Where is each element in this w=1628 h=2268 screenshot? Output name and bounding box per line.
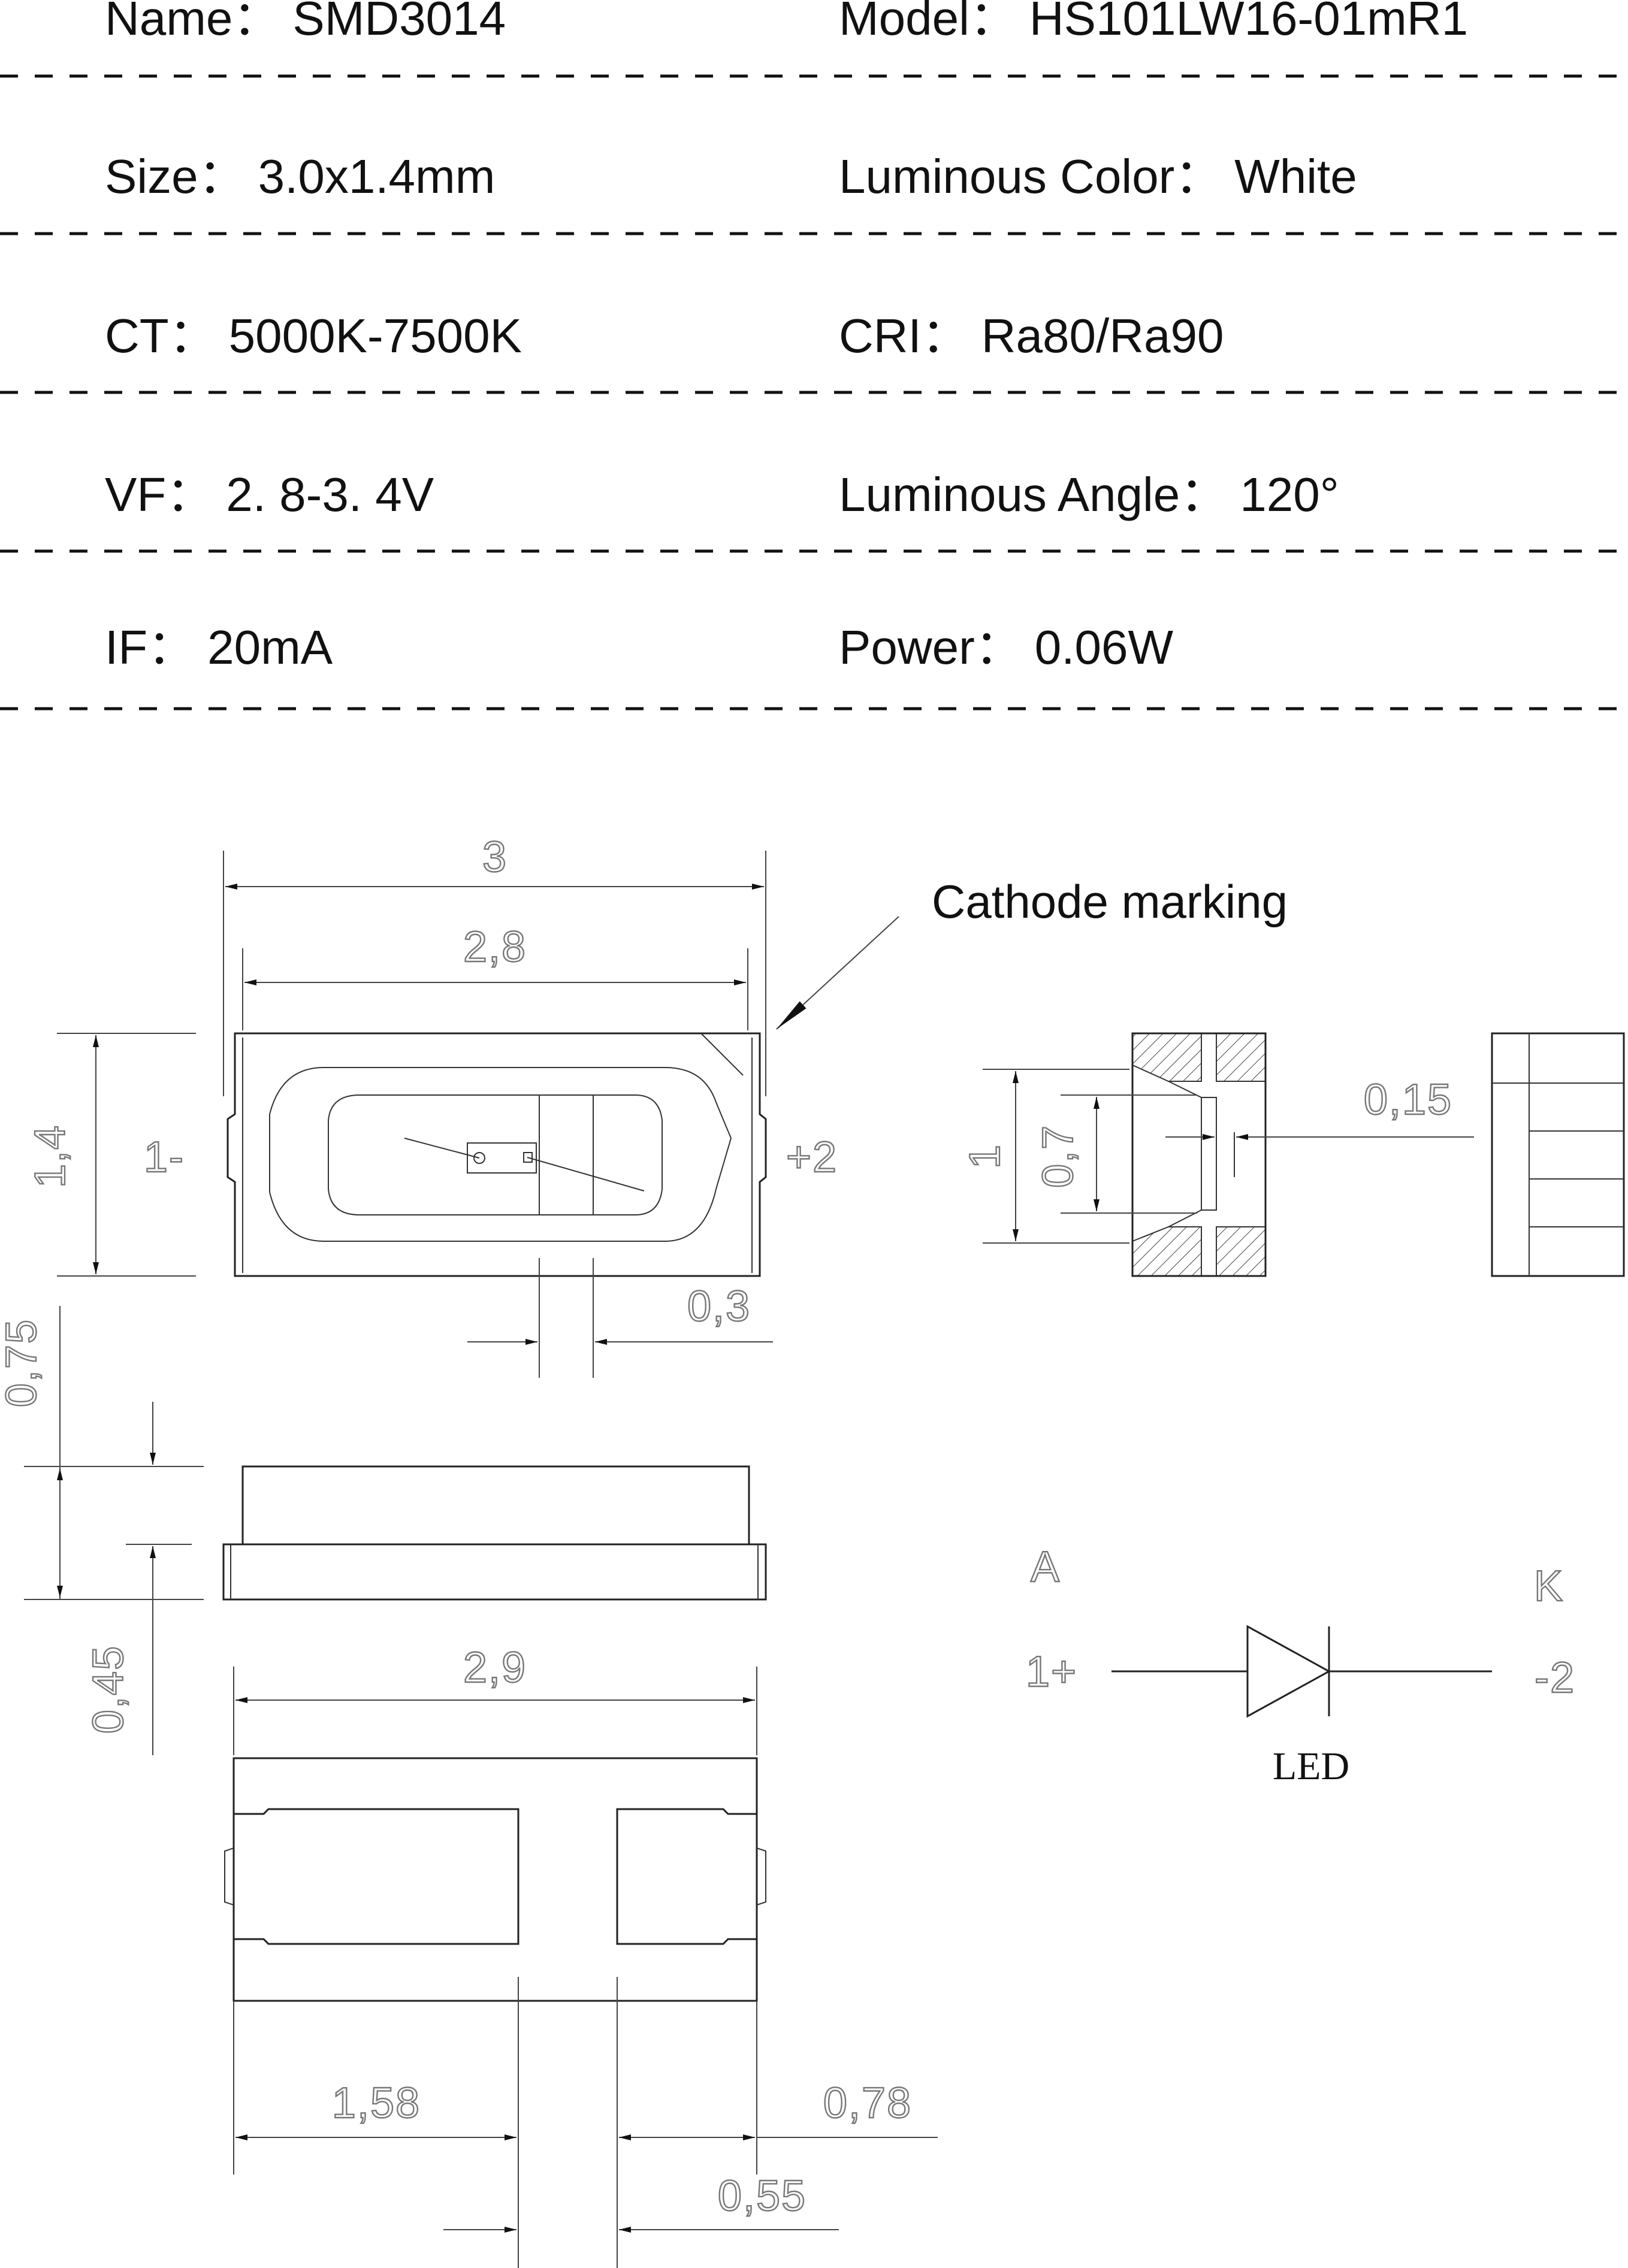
- cathode-marking-label: Cathode marking: [932, 875, 1288, 928]
- bond-pad: [473, 1152, 485, 1164]
- bottom-view-outline: [232, 1757, 758, 2002]
- spec-luminous-color: Luminous Color：White: [839, 150, 1357, 203]
- dim-pad-right: 0,78: [823, 2079, 912, 2127]
- top-view-inner-edge: [242, 1038, 753, 1273]
- bottom-view: 2,9 1,58 0,78 0,55: [224, 1643, 938, 2268]
- pad-right: [616, 1808, 757, 1945]
- bond-wire-left: [404, 1138, 480, 1159]
- pad-left: [234, 1808, 519, 1945]
- end-view-outline: [1491, 1032, 1625, 1277]
- spec-row-ct: CT：5000K-7500K CRI：Ra80/Ra90: [105, 309, 1224, 362]
- pin-label-2: +2: [786, 1133, 838, 1181]
- pin-label-1: 1-: [144, 1133, 185, 1181]
- led-schematic: A K 1+ -2 LED: [1025, 1543, 1575, 1788]
- spec-power: Power：0.06W: [839, 621, 1173, 674]
- top-view-lens-outer: [269, 1067, 732, 1242]
- dim-overall-length: 3: [482, 833, 508, 881]
- spec-name: Name：SMD3014: [105, 0, 506, 45]
- section-outline: [1131, 1032, 1267, 1277]
- dim-pad-space: 0,55: [718, 2172, 807, 2220]
- top-view: 1- +2 3 2,8 1,4 0,3 Cathode marking: [26, 833, 1288, 1378]
- spec-model: Model：HS101LW16-01mR1: [839, 0, 1468, 45]
- dim-width: 1,4: [26, 1124, 74, 1188]
- dim-pad-gap: 0,3: [687, 1283, 751, 1330]
- section-view: 1 0,7 0,15: [961, 1032, 1474, 1277]
- bond-wire-right: [527, 1157, 645, 1192]
- end-view: [1491, 1032, 1625, 1277]
- spec-luminous-angle: Luminous Angle：120°: [839, 468, 1339, 521]
- dim-bottom-length: 2,9: [463, 1644, 527, 1692]
- cathode-label: K: [1534, 1562, 1564, 1610]
- dim-pad-left: 1,58: [332, 2079, 421, 2127]
- bond-pad-square: [523, 1152, 533, 1163]
- section-hatch-top-right: [1216, 1033, 1266, 1082]
- dim-side-height-top: 1: [961, 1144, 1009, 1169]
- spec-table: Name：SMD3014 Model：HS101LW16-01mR1 Size：…: [0, 0, 1628, 710]
- spec-row-size: Size：3.0x1.4mm Luminous Color：White: [105, 150, 1357, 203]
- section-hatch-top-left: [1132, 1033, 1202, 1082]
- dim-height-upper: 0,75: [0, 1319, 46, 1407]
- side-view: 0,75 0,45: [0, 1306, 767, 1755]
- spec-row-name: Name：SMD3014 Model：HS101LW16-01mR1: [105, 0, 1468, 45]
- schematic-pin1: 1+: [1026, 1648, 1077, 1696]
- section-cavity: [1168, 1081, 1235, 1227]
- spec-size: Size：3.0x1.4mm: [105, 150, 495, 203]
- spec-vf: VF：2. 8-3. 4V: [105, 468, 434, 521]
- spec-if: IF：20mA: [105, 621, 333, 674]
- side-view-lens: [241, 1465, 750, 1546]
- diode-triangle-icon: [1246, 1625, 1331, 1718]
- top-view-outline: [226, 1032, 767, 1277]
- cathode-corner-mark: [700, 1033, 744, 1076]
- led-chip: [467, 1142, 537, 1174]
- spec-row-if: IF：20mA Power：0.06W: [105, 621, 1173, 674]
- spec-row-vf: VF：2. 8-3. 4V Luminous Angle：120°: [105, 468, 1339, 521]
- dim-side-height-inner: 0,7: [1034, 1124, 1082, 1188]
- side-view-base: [222, 1543, 767, 1601]
- end-view-detail: [1492, 1033, 1624, 1276]
- dim-height-lower: 0,45: [84, 1645, 132, 1734]
- schematic-pin2: -2: [1535, 1654, 1575, 1702]
- dim-side-step: 0,15: [1364, 1076, 1452, 1124]
- section-hatch-bottom-left: [1132, 1226, 1202, 1277]
- section-hatch-bottom-right: [1216, 1226, 1266, 1277]
- spec-cri: CRI：Ra80/Ra90: [839, 309, 1224, 362]
- spec-ct: CT：5000K-7500K: [105, 309, 522, 362]
- pad-right-notch: [756, 1847, 766, 1906]
- anode-label: A: [1031, 1543, 1061, 1591]
- cathode-leader: [776, 916, 899, 1030]
- top-view-lens-inner: [328, 1094, 663, 1215]
- schematic-caption: LED: [1273, 1744, 1349, 1788]
- dim-body-length: 2,8: [463, 923, 527, 971]
- pad-left-notch: [224, 1847, 234, 1906]
